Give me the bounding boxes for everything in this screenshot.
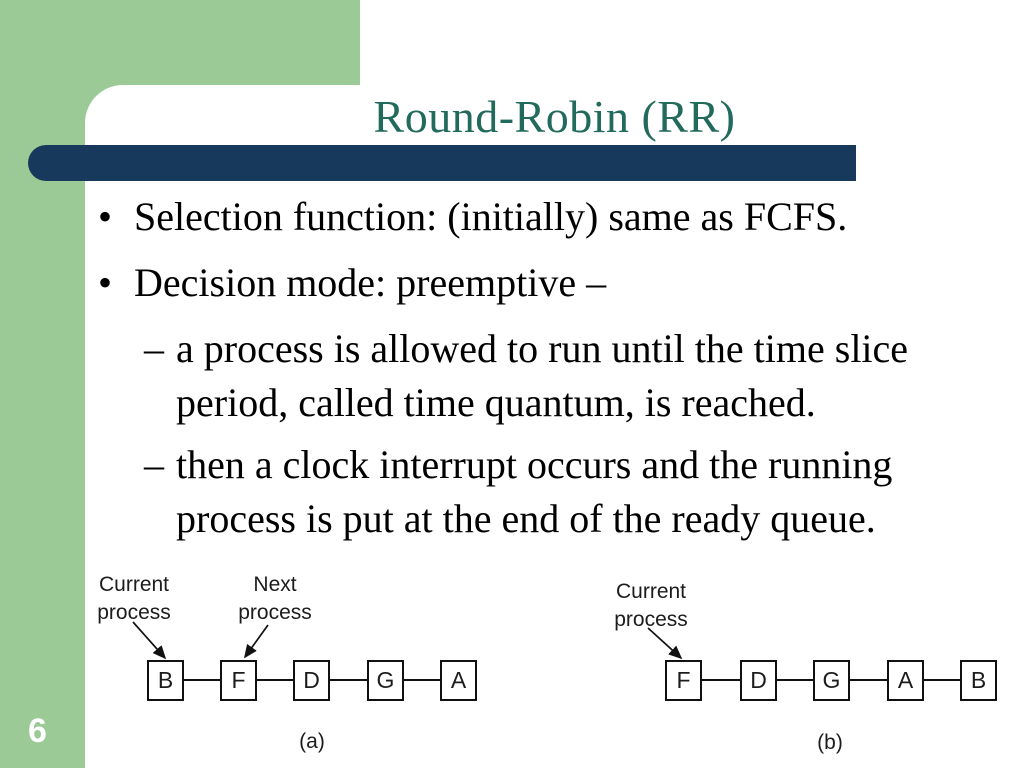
sub-bullet-2-line-2: process is put at the end of the ready q… (176, 496, 876, 541)
queue-box: A (887, 660, 924, 701)
bullet-glyph: • (98, 260, 113, 305)
next-process-arrow-icon (244, 624, 269, 659)
sub-bullet-1: – a process is allowed to run until the … (144, 322, 908, 430)
sub-bullet-1-line-2: period, called time quantum, is reached. (176, 380, 816, 425)
figure-a-current-label-line-1: Current (98, 573, 170, 596)
dash-glyph: – (144, 326, 164, 371)
sub-bullet-1-line-1: a process is allowed to run until the ti… (176, 326, 909, 371)
figure-a-current-process-label: Current process (94, 571, 174, 627)
bullet-glyph: • (98, 194, 113, 239)
title-underline-bar (28, 145, 856, 181)
figure-b-arrows (647, 627, 683, 660)
queue-box: D (293, 660, 330, 701)
queue-box: G (813, 660, 850, 701)
figure-b-current-label-line-2: process (614, 608, 688, 631)
slide-title: Round-Robin (RR) (373, 91, 736, 142)
queue-box: B (960, 660, 997, 701)
figure-a-arrows (132, 621, 269, 660)
figure-b-caption: (b) (817, 731, 843, 754)
sub-bullet-1-text: a process is allowed to run until the ti… (176, 322, 908, 430)
figure-a-caption: (a) (299, 730, 325, 753)
bullet-item-1: • Selection function: (initially) same a… (98, 190, 847, 244)
figure-b-current-label-line-1: Current (615, 580, 687, 603)
queue-box: D (740, 660, 777, 701)
queue-box: A (440, 660, 477, 701)
queue-box: G (367, 660, 404, 701)
figure-a-next-label-line-1: Next (253, 573, 297, 596)
figure-a-current-label-line-2: process (97, 601, 171, 624)
current-process-arrow-icon (132, 621, 167, 660)
dash-glyph: – (144, 442, 164, 487)
queue-box: F (665, 660, 702, 701)
queue-box: B (147, 660, 184, 701)
sub-bullet-2-line-1: then a clock interrupt occurs and the ru… (176, 442, 893, 487)
current-process-arrow-icon (647, 627, 683, 660)
content-card (85, 85, 1024, 768)
figure-a-next-process-label: Next process (230, 571, 320, 627)
figure-b-current-process-label: Current process (606, 578, 696, 634)
figure-b-ready-queue: Current process F D G A B (b) (580, 565, 1024, 765)
bullet-item-1-text: Selection function: (initially) same as … (134, 194, 848, 239)
sub-bullet-2-text: then a clock interrupt occurs and the ru… (176, 438, 892, 546)
page-number: 6 (28, 712, 47, 750)
sub-bullet-2: – then a clock interrupt occurs and the … (144, 438, 892, 546)
queue-box: F (220, 660, 257, 701)
figure-a-ready-queue: Current process Next process B F D G A (… (95, 565, 515, 765)
figure-a-next-label-line-2: process (238, 601, 312, 624)
bullet-item-2-text: Decision mode: preemptive – (134, 260, 607, 305)
bullet-item-2: • Decision mode: preemptive – (98, 256, 606, 310)
